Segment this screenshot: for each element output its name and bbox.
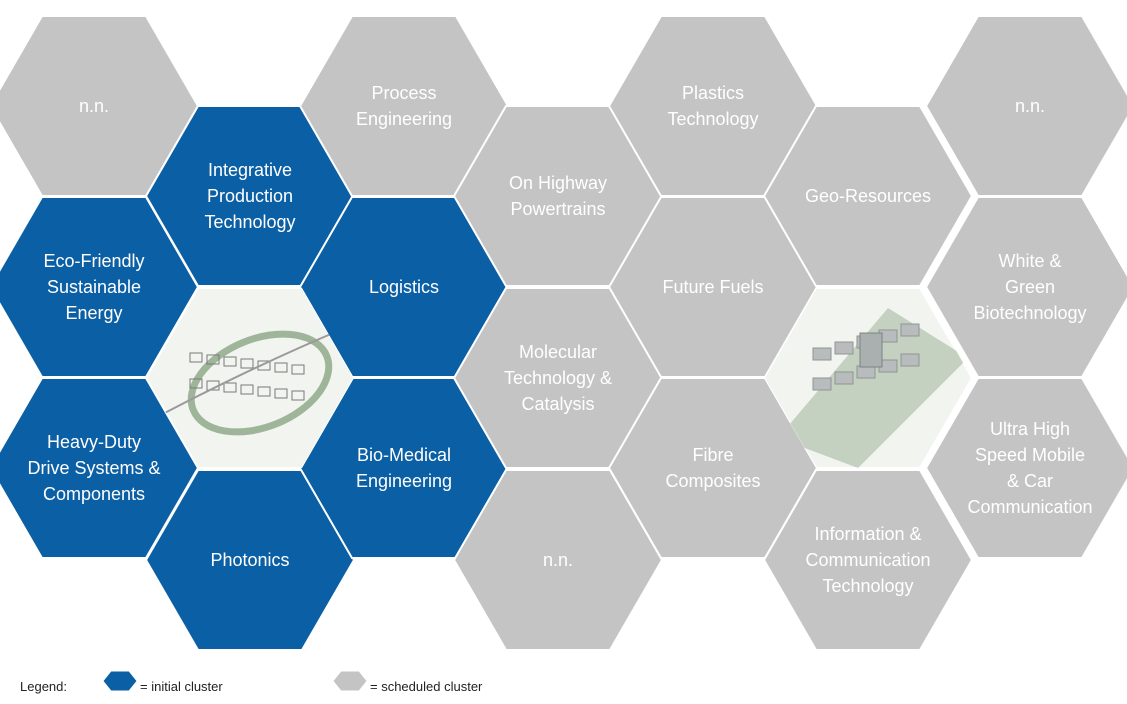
- hex-label-line: Powertrains: [510, 199, 605, 219]
- hex-label-line: n.n.: [79, 96, 109, 116]
- hex-label-line: Technology: [822, 576, 913, 596]
- hex-label-line: Photonics: [210, 550, 289, 570]
- hex-label-line: Technology: [667, 109, 758, 129]
- hex-label-line: Technology: [204, 212, 295, 232]
- hex-label-line: Information &: [814, 524, 921, 544]
- hex-label-line: n.n.: [1015, 96, 1045, 116]
- hex-label-line: Engineering: [356, 471, 452, 491]
- hex-label-line: Eco-Friendly: [43, 251, 144, 271]
- legend: Legend: = initial cluster = scheduled cl…: [20, 670, 483, 694]
- legend-initial-label: = initial cluster: [140, 679, 223, 694]
- hex-label-line: Sustainable: [47, 277, 141, 297]
- hex-shape: [924, 377, 1127, 559]
- hex-label-line: On Highway: [509, 173, 607, 193]
- hex-label-line: Biotechnology: [973, 303, 1086, 323]
- hex-label-line: Process: [371, 83, 436, 103]
- hex-shape: [762, 469, 974, 651]
- hex-label-line: Engineering: [356, 109, 452, 129]
- hex-label-line: Composites: [665, 471, 760, 491]
- hex-label-line: Green: [1005, 277, 1055, 297]
- legend-scheduled-label: = scheduled cluster: [370, 679, 483, 694]
- legend-title: Legend:: [20, 679, 67, 694]
- hex-label-line: Bio-Medical: [357, 445, 451, 465]
- legend-initial-swatch: [102, 670, 138, 692]
- hex-label-line: Technology &: [504, 368, 612, 388]
- hex-nn-3: n.n.: [924, 15, 1127, 197]
- hexagon-grid: n.n.IntegrativeProductionTechnologyEco-F…: [0, 15, 1127, 651]
- hex-label-line: Ultra High: [990, 419, 1070, 439]
- hex-label-line: Speed Mobile: [975, 445, 1085, 465]
- hex-label-line: Geo-Resources: [805, 186, 931, 206]
- hex-label-line: Plastics: [682, 83, 744, 103]
- hex-label-line: n.n.: [543, 550, 573, 570]
- hex-label-line: Energy: [65, 303, 122, 323]
- hex-label-line: Molecular: [519, 342, 597, 362]
- hex-label-line: Communication: [805, 550, 930, 570]
- hex-label-line: Catalysis: [521, 394, 594, 414]
- hex-photonics: Photonics: [144, 469, 356, 651]
- hex-geo-resources: Geo-Resources: [762, 105, 974, 287]
- hex-nn-2: n.n.: [452, 469, 664, 651]
- hex-label-line: Communication: [967, 497, 1092, 517]
- hex-label-line: Production: [207, 186, 293, 206]
- hex-label-line: Fibre: [692, 445, 733, 465]
- image-campus-sketch-left: [146, 288, 354, 468]
- hex-future-fuels: Future Fuels: [607, 196, 819, 378]
- campus-images: [146, 288, 972, 468]
- hex-label-line: Future Fuels: [662, 277, 763, 297]
- hex-label-line: White &: [998, 251, 1061, 271]
- hex-label-line: Drive Systems &: [27, 458, 160, 478]
- hex-shape: [762, 105, 974, 287]
- hex-label-line: Logistics: [369, 277, 439, 297]
- hex-label-line: Integrative: [208, 160, 292, 180]
- hex-label-line: Components: [43, 484, 145, 504]
- hex-label-line: Heavy-Duty: [47, 432, 141, 452]
- legend-scheduled-swatch: [332, 670, 368, 692]
- hex-label-line: & Car: [1007, 471, 1053, 491]
- image-campus-rendering-right: [764, 288, 972, 468]
